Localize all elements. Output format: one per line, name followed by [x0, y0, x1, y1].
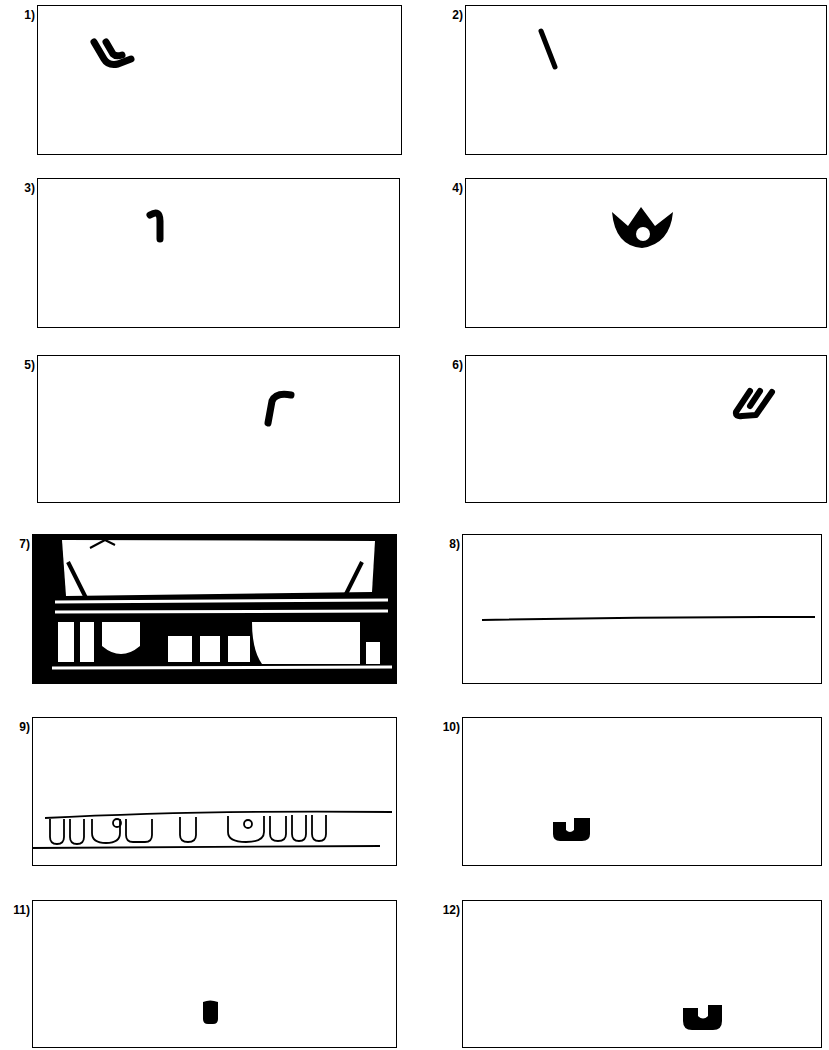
- panel-number: 6): [452, 358, 463, 372]
- panel-number: 11): [13, 903, 30, 917]
- baseline-stroke: [482, 617, 815, 620]
- panel-number: 4): [452, 181, 463, 195]
- figure-panel: 7): [32, 534, 397, 684]
- panel-number: 3): [24, 181, 35, 195]
- panel-number: 12): [443, 903, 460, 917]
- figure-panel: 8): [462, 534, 822, 684]
- figure-panel: 6): [465, 355, 827, 503]
- panel-number: 5): [24, 358, 35, 372]
- figure-panel: 11): [32, 900, 397, 1048]
- notched-blob: [553, 818, 590, 841]
- u-glyph: [94, 42, 131, 64]
- panel-number: 9): [19, 720, 30, 734]
- figure-panel: 9): [32, 717, 397, 866]
- panel-number: 1): [24, 8, 35, 22]
- inverted-frieze: [32, 534, 397, 684]
- panel-number: 7): [19, 537, 30, 551]
- figure-panel: 2): [465, 5, 827, 155]
- block-glyph: [203, 1001, 218, 1025]
- notched-blob: [683, 1005, 722, 1030]
- outline-frieze: [32, 812, 392, 848]
- hook-glyph: [150, 213, 160, 239]
- stroke-glyph: [541, 31, 555, 67]
- r-glyph: [268, 394, 291, 423]
- figure-panel: 10): [462, 717, 822, 866]
- figure-panel: 3): [37, 178, 400, 328]
- figure-panel: 5): [37, 355, 400, 503]
- panel-number: 10): [443, 720, 460, 734]
- figure-panel: 1): [37, 5, 402, 155]
- figure-panel: 4): [465, 178, 827, 328]
- figure-panel: 12): [462, 900, 822, 1048]
- panel-number: 8): [449, 537, 460, 551]
- panel-number: 2): [452, 8, 463, 22]
- u-glyph: [736, 391, 772, 416]
- crown-glyph: [612, 207, 673, 248]
